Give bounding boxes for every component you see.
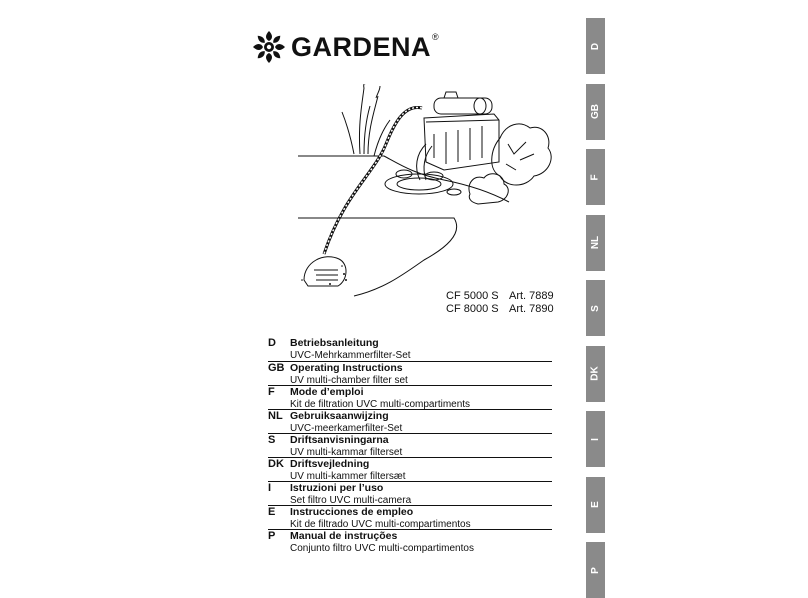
language-subtitle: UVC-meerkamerfilter-Set xyxy=(290,422,403,434)
language-title: Gebruiksaanwijzing xyxy=(290,410,389,422)
brand-name: GARDENA® xyxy=(291,31,440,62)
model-name: CF 5000 S xyxy=(446,290,499,302)
language-code: D xyxy=(268,337,276,349)
language-code: I xyxy=(268,482,272,494)
tab-d[interactable]: D xyxy=(586,18,605,74)
tab-p[interactable]: P xyxy=(586,542,605,598)
tab-i[interactable]: I xyxy=(586,411,605,467)
language-title: Manual de instruções xyxy=(290,530,398,542)
language-title: Instrucciones de empleo xyxy=(290,506,414,518)
language-subtitle: UV multi-kammer filtersæt xyxy=(290,470,406,482)
language-subtitle: Kit de filtration UVC multi-compartiment… xyxy=(290,398,471,410)
language-subtitle: UVC-Mehrkammerfilter-Set xyxy=(290,349,411,361)
gardena-logo: GARDENA® xyxy=(252,30,439,64)
language-code: S xyxy=(268,434,276,446)
language-title: Betriebsanleitung xyxy=(290,337,379,349)
language-code: NL xyxy=(268,410,283,422)
language-code: DK xyxy=(268,458,284,470)
model-name: CF 8000 S xyxy=(446,303,499,315)
language-title: Istruzioni per l’uso xyxy=(290,482,384,494)
tab-dk[interactable]: DK xyxy=(586,345,605,402)
model-row: CF 8000 S Art. 7890 xyxy=(446,303,554,316)
tab-e[interactable]: E xyxy=(586,476,605,533)
gardena-flower-icon xyxy=(253,31,285,63)
language-title: Driftsanvisningarna xyxy=(290,434,389,446)
language-subtitle: UV multi-chamber filter set xyxy=(290,374,408,386)
tab-gb[interactable]: GB xyxy=(586,83,605,140)
model-row: CF 5000 S Art. 7889 xyxy=(446,290,554,303)
language-title: Driftsvejledning xyxy=(290,458,370,470)
language-title: Operating Instructions xyxy=(290,362,403,374)
language-code: GB xyxy=(268,362,285,374)
article-number: Art. 7890 xyxy=(509,303,554,315)
article-number: Art. 7889 xyxy=(509,290,554,302)
language-title: Mode d’emploi xyxy=(290,386,364,398)
tab-s[interactable]: S xyxy=(586,280,605,336)
pond-filter-illustration xyxy=(298,84,552,297)
language-subtitle: Kit de filtrado UVC multi-compartimentos xyxy=(290,518,471,530)
language-code: P xyxy=(268,530,276,542)
language-subtitle: Conjunto filtro UVC multi-compartimentos xyxy=(290,542,474,554)
tab-nl[interactable]: NL xyxy=(586,214,605,271)
language-subtitle: Set filtro UVC multi-camera xyxy=(290,494,412,506)
language-code: F xyxy=(268,386,275,398)
language-subtitle: UV multi-kammar filterset xyxy=(290,446,403,458)
language-code: E xyxy=(268,506,276,518)
tab-f[interactable]: F xyxy=(586,149,605,205)
model-numbers: CF 5000 S Art. 7889 CF 8000 S Art. 7890 xyxy=(446,290,554,316)
